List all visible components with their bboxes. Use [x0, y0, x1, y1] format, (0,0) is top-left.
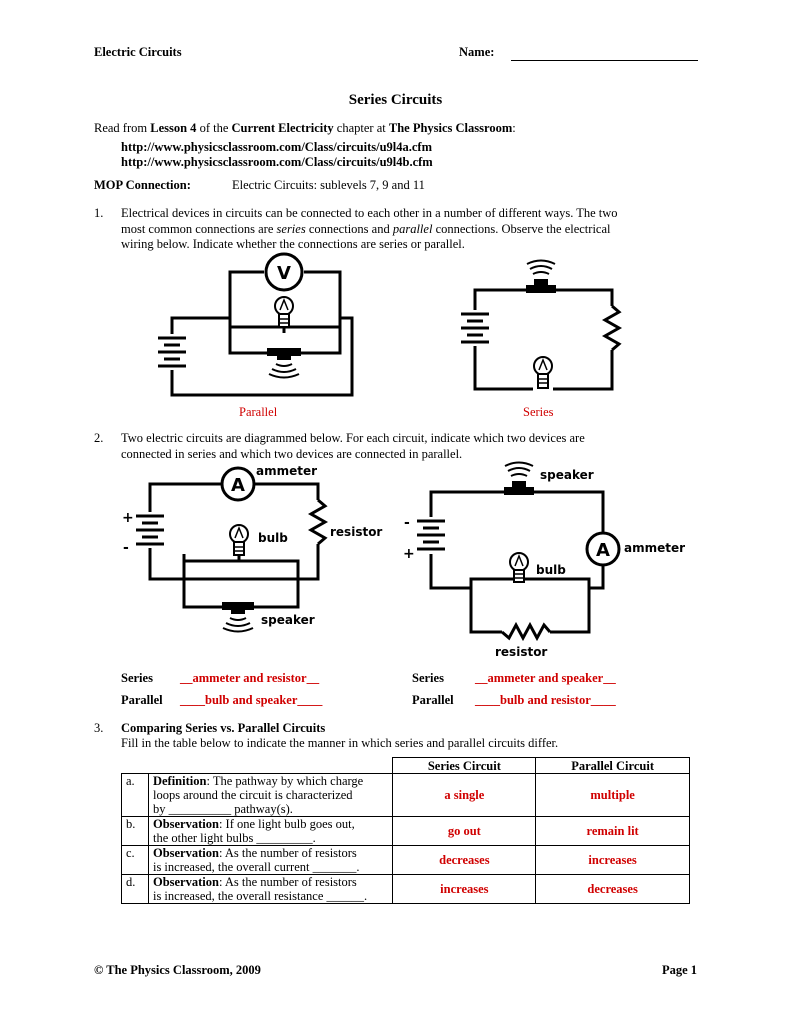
q1-right-answer: Series: [523, 405, 554, 419]
series-answer-cell: increases: [392, 874, 537, 904]
ammeter-icon: [585, 531, 621, 567]
col-header-parallel: Parallel Circuit: [535, 757, 690, 774]
ammeter-icon: [220, 466, 256, 502]
series-answer-cell: a single: [392, 773, 537, 817]
table-row: a. Definition: The pathway by which char…: [121, 773, 690, 817]
resistor-label: resistor: [495, 645, 547, 659]
voltmeter-icon: [264, 252, 304, 292]
bulb-label: bulb: [536, 563, 566, 577]
plus-sign: +: [403, 546, 415, 562]
q1-series-circuit-diagram: [461, 259, 623, 391]
row-letter: c.: [121, 845, 149, 875]
speaker-icon: [526, 259, 556, 293]
resistor-label: resistor: [330, 525, 382, 539]
row-letter: d.: [121, 874, 149, 904]
series-answer-cell: decreases: [392, 845, 537, 875]
bulb-icon: [509, 552, 529, 583]
left-series-label: Series: [121, 671, 153, 685]
parallel-answer-cell: remain lit: [535, 816, 690, 846]
left-parallel-answer: ____bulb and speaker____: [180, 693, 323, 707]
name-label: Name:: [459, 45, 495, 59]
q1-number: 1.: [94, 206, 104, 220]
ammeter-symbol: A: [231, 475, 245, 496]
q1-parallel-circuit-diagram: V: [158, 252, 354, 397]
q3-title: Comparing Series vs. Parallel Circuits: [121, 721, 326, 735]
battery-icon: [461, 310, 489, 346]
speaker-label: speaker: [261, 613, 315, 627]
q2-right-circuit-diagram: speaker A ammeter bulb resistor - +: [403, 461, 685, 659]
left-series-answer: __ammeter and resistor__: [180, 671, 320, 685]
q1-prompt: Electrical devices in circuits can be co…: [121, 206, 618, 251]
battery-icon: [158, 334, 186, 370]
col-header-series: Series Circuit: [392, 757, 537, 774]
speaker-icon: [504, 461, 534, 495]
bulb-icon: [229, 524, 249, 556]
speaker-icon: [222, 602, 254, 633]
row-letter: b.: [121, 816, 149, 846]
series-answer-cell: go out: [392, 816, 537, 846]
reading-instruction: Read from Lesson 4 of the Current Electr…: [94, 121, 516, 135]
table-row: b. Observation: If one light bulb goes o…: [121, 816, 690, 846]
speaker-icon: [267, 348, 301, 379]
right-parallel-answer: ____bulb and resistor____: [475, 693, 616, 707]
q2-left-circuit-diagram: A ammeter bulb resistor speaker + -: [122, 464, 382, 633]
footer-page-number: Page 1: [662, 963, 698, 977]
q3-number: 3.: [94, 721, 104, 735]
right-series-answer: __ammeter and speaker__: [475, 671, 616, 685]
right-series-label: Series: [412, 671, 444, 685]
comparison-table: Series Circuit Parallel Circuit a. Defin…: [121, 757, 690, 904]
table-row: d. Observation: As the number of resisto…: [121, 874, 690, 904]
q2-prompt: Two electric circuits are diagrammed bel…: [121, 431, 585, 461]
url-link-2[interactable]: http://www.physicsclassroom.com/Class/ci…: [121, 155, 433, 169]
row-prompt: Observation: If one light bulb goes out,…: [147, 816, 394, 846]
url-link-1[interactable]: http://www.physicsclassroom.com/Class/ci…: [121, 140, 432, 154]
header-subject: Electric Circuits: [94, 45, 182, 59]
ammeter-label: ammeter: [624, 541, 685, 555]
ammeter-label: ammeter: [256, 464, 317, 478]
q3-instruction: Fill in the table below to indicate the …: [121, 736, 559, 750]
speaker-label: speaker: [540, 468, 594, 482]
bulb-label: bulb: [258, 531, 288, 545]
table-row: c. Observation: As the number of resisto…: [121, 845, 690, 875]
mop-label: MOP Connection:: [94, 178, 191, 192]
row-letter: a.: [121, 773, 149, 817]
table-blank-cell: [121, 757, 394, 774]
bulb-icon: [533, 356, 553, 389]
ammeter-symbol: A: [596, 540, 610, 561]
battery-icon: [417, 517, 445, 554]
voltmeter-symbol: V: [277, 263, 291, 284]
parallel-answer-cell: increases: [535, 845, 690, 875]
page-title: Series Circuits: [348, 92, 443, 108]
parallel-answer-cell: decreases: [535, 874, 690, 904]
minus-sign: -: [123, 540, 129, 556]
mop-text: Electric Circuits: sublevels 7, 9 and 11: [232, 178, 425, 192]
parallel-answer-cell: multiple: [535, 773, 690, 817]
table-header-row: Series Circuit Parallel Circuit: [121, 757, 690, 774]
bulb-icon: [274, 296, 294, 328]
footer-copyright: © The Physics Classroom, 2009: [94, 963, 261, 977]
minus-sign: -: [404, 515, 410, 531]
battery-icon: [136, 512, 164, 548]
left-parallel-label: Parallel: [121, 693, 163, 707]
plus-sign: +: [122, 510, 134, 526]
right-parallel-label: Parallel: [412, 693, 454, 707]
name-field[interactable]: [511, 60, 698, 61]
q1-left-answer: Parallel: [239, 405, 278, 419]
q2-number: 2.: [94, 431, 104, 445]
